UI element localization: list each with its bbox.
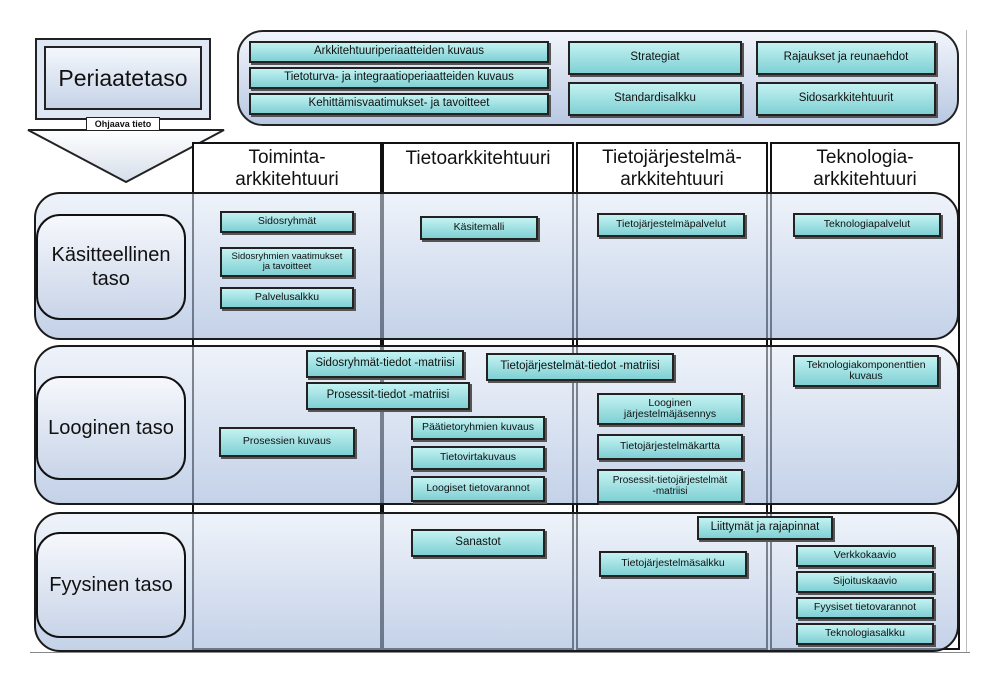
conceptual-box: Käsitemalli <box>420 216 538 240</box>
logical-box: Tietojärjestelmäkartta <box>597 434 743 460</box>
matrix-box: Sidosryhmät-tiedot -matriisi <box>306 350 464 378</box>
physical-box: Liittymät ja rajapinnat <box>697 516 833 540</box>
conceptual-box: Sidosryhmien vaatimukset ja tavoitteet <box>220 247 354 277</box>
principle-box: Standardisalkku <box>568 82 742 116</box>
conceptual-box: Teknologiapalvelut <box>793 213 941 237</box>
matrix-box: Prosessit-tiedot -matriisi <box>306 382 470 410</box>
row-label-conceptual: Käsitteellinen taso <box>36 214 186 320</box>
right-rule <box>966 30 967 652</box>
logical-box: Prosessit-tietojärjestelmät -matriisi <box>597 469 743 503</box>
conceptual-box: Tietojärjestelmäpalvelut <box>597 213 745 237</box>
column-header-systems: Tietojärjestelmä- arkkitehtuuri <box>602 147 742 190</box>
conceptual-box: Sidosryhmät <box>220 211 354 233</box>
column-header-business: Toiminta- arkkitehtuuri <box>235 147 339 190</box>
logical-box: Looginen järjestelmäjäsennys <box>597 393 743 425</box>
physical-box: Verkkokaavio <box>796 545 934 567</box>
principle-box: Kehittämisvaatimukset- ja tavoitteet <box>249 93 549 115</box>
principle-box: Rajaukset ja reunaehdot <box>756 41 936 75</box>
row-label-physical: Fyysinen taso <box>36 532 186 638</box>
bottom-rule <box>30 652 970 653</box>
principle-level-title: Periaatetaso <box>44 46 202 110</box>
row-label-logical: Looginen taso <box>36 376 186 480</box>
logical-box: Prosessien kuvaus <box>219 427 355 457</box>
principle-box: Sidosarkkitehtuurit <box>756 82 936 116</box>
column-header-technology: Teknologia- arkkitehtuuri <box>813 147 917 190</box>
logical-box: Loogiset tietovarannot <box>411 476 545 502</box>
physical-box: Sanastot <box>411 529 545 557</box>
physical-box: Sijoituskaavio <box>796 571 934 593</box>
guidance-arrow-label: Ohjaava tieto <box>86 117 160 131</box>
physical-box: Teknologiasalkku <box>796 623 934 645</box>
logical-box: Tietovirtakuvaus <box>411 446 545 470</box>
logical-box: Päätietoryhmien kuvaus <box>411 416 545 440</box>
physical-box: Fyysiset tietovarannot <box>796 597 934 619</box>
physical-box: Tietojärjestelmäsalkku <box>599 551 747 577</box>
conceptual-box: Palvelusalkku <box>220 287 354 309</box>
principle-box: Tietoturva- ja integraatioperiaatteiden … <box>249 67 549 89</box>
logical-box: Teknologiakomponenttien kuvaus <box>793 355 939 387</box>
principle-box: Strategiat <box>568 41 742 75</box>
principle-box: Arkkitehtuuriperiaatteiden kuvaus <box>249 41 549 63</box>
matrix-box: Tietojärjestelmät-tiedot -matriisi <box>486 353 674 381</box>
column-header-information: Tietoarkkitehtuuri <box>405 148 551 169</box>
